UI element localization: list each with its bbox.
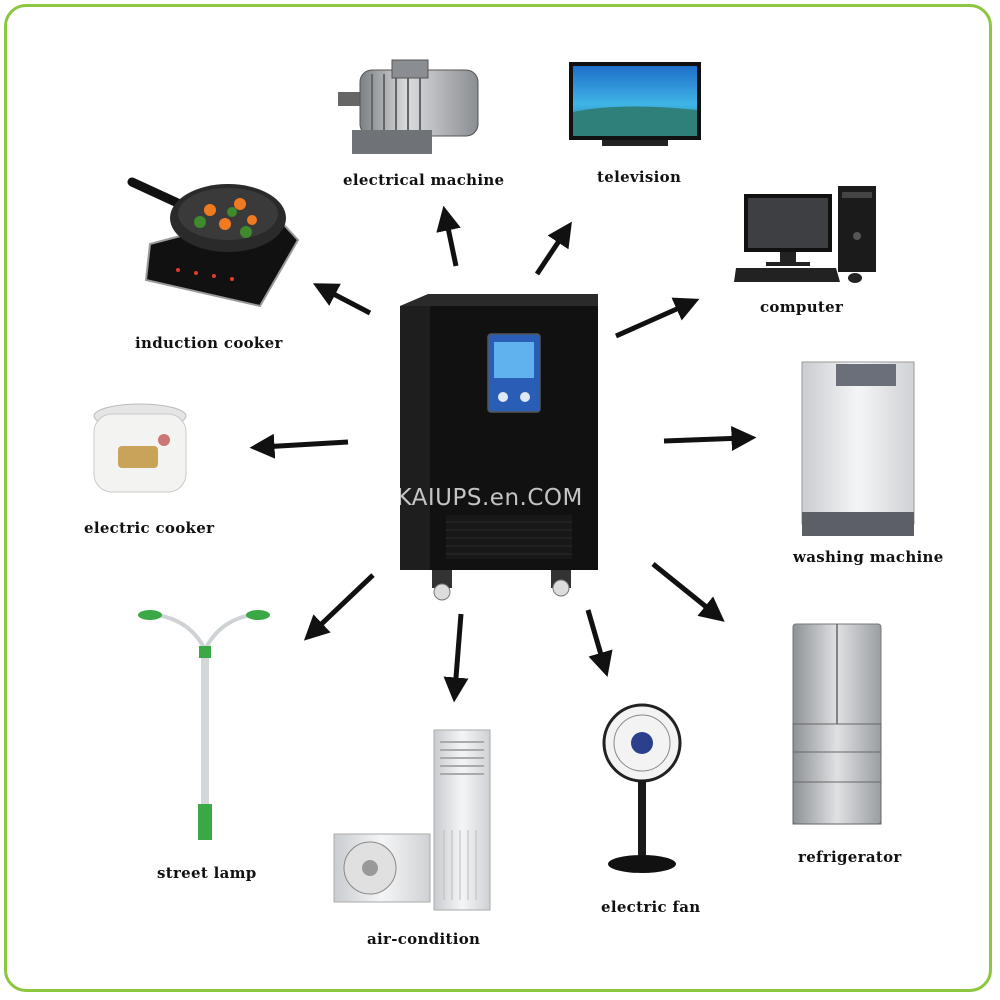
arrow-to-induction-cooker — [312, 283, 372, 316]
label-street-lamp: street lamp — [157, 864, 257, 882]
label-electric-fan: electric fan — [601, 898, 701, 916]
arrow-to-washing-machine — [663, 425, 757, 451]
electric-cooker-image — [93, 403, 187, 493]
label-induction-cooker: induction cooker — [135, 334, 283, 352]
arrow-to-refrigerator — [651, 562, 725, 622]
washing-machine-image — [801, 361, 915, 536]
label-refrigerator: refrigerator — [798, 848, 902, 866]
arrow-to-computer — [614, 297, 700, 339]
label-electric-cooker: electric cooker — [84, 519, 215, 537]
arrow-to-street-lamp — [303, 573, 375, 641]
label-air-condition: air-condition — [367, 930, 481, 948]
air-condition-image — [333, 729, 491, 911]
computer-image — [734, 186, 876, 283]
arrow-to-air-condition — [443, 613, 469, 703]
refrigerator-image — [792, 623, 882, 825]
arrow-to-electric-cooker — [249, 433, 349, 459]
arrow-to-electric-fan — [585, 609, 613, 678]
green-rounded-frame — [4, 4, 992, 992]
label-television: television — [597, 168, 682, 186]
label-computer: computer — [760, 298, 844, 316]
induction-cooker-image — [127, 177, 300, 308]
arrow-to-television — [534, 221, 572, 276]
street-lamp-image — [138, 610, 270, 840]
arrow-to-electrical-machine — [436, 205, 461, 267]
electric-fan-image — [602, 703, 682, 873]
website-watermark: BOKAIUPS.en.COM — [362, 485, 583, 511]
label-electrical-machine: electrical machine — [343, 171, 505, 189]
television-image — [569, 62, 701, 146]
label-washing-machine: washing machine — [793, 548, 944, 566]
ups-inverter-unit — [400, 294, 598, 601]
electrical-machine-image — [338, 59, 479, 154]
